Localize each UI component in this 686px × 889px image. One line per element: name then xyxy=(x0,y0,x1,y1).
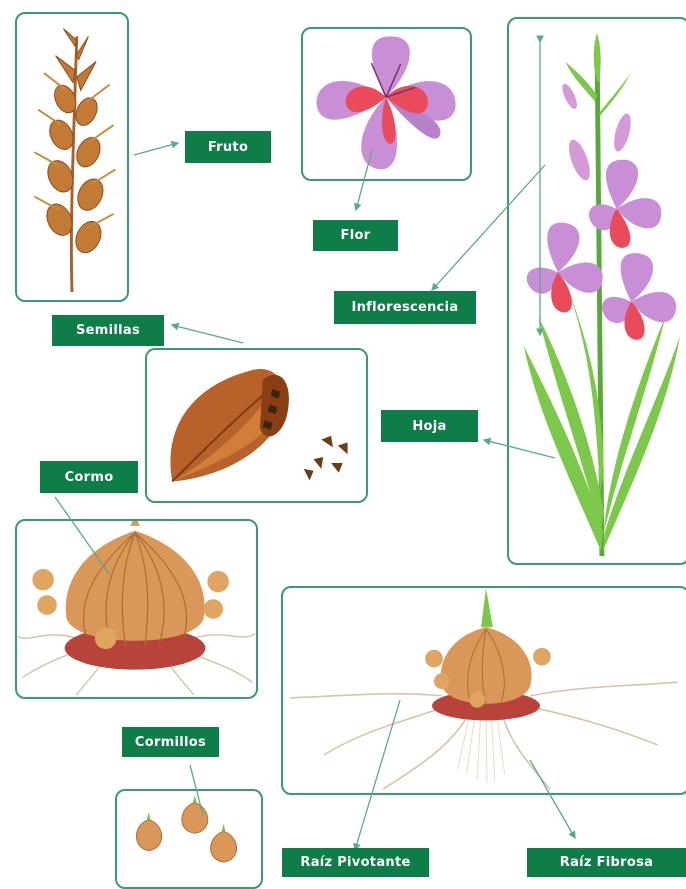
corm-illustration xyxy=(17,521,256,697)
seed-pod-illustration xyxy=(147,350,366,501)
flower-panel xyxy=(301,27,472,181)
label-inflorescencia: Inflorescencia xyxy=(334,291,476,324)
corm-panel xyxy=(15,519,258,699)
roots-illustration xyxy=(283,588,686,793)
label-hoja: Hoja xyxy=(381,410,478,442)
label-flor: Flor xyxy=(313,220,398,251)
label-cormillos: Cormillos xyxy=(122,727,219,757)
fruit-spike-illustration xyxy=(17,14,127,300)
flower-illustration xyxy=(303,29,470,179)
cormels-illustration xyxy=(117,791,261,887)
label-raiz-fibrosa: Raíz Fibrosa xyxy=(527,848,686,877)
label-raiz-pivotante: Raíz Pivotante xyxy=(282,848,429,877)
label-fruto: Fruto xyxy=(185,131,271,163)
cormels-panel xyxy=(115,789,263,889)
gladiolus-plant-illustration xyxy=(509,19,686,563)
fruit-panel xyxy=(15,12,129,302)
seed-panel xyxy=(145,348,368,503)
plant-panel xyxy=(507,17,686,565)
label-semillas: Semillas xyxy=(52,315,164,346)
label-cormo: Cormo xyxy=(40,461,138,493)
roots-panel xyxy=(281,586,686,795)
